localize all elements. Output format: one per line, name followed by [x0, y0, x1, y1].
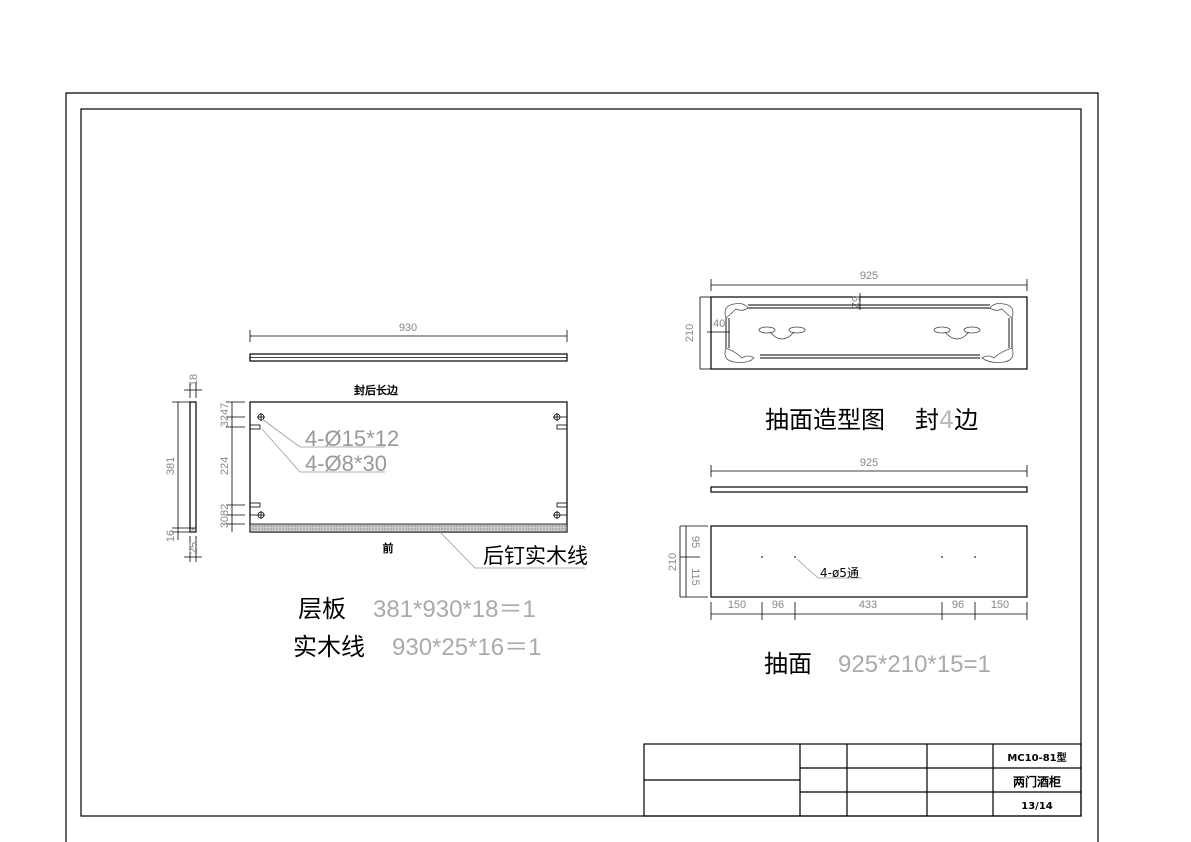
design-inset-dim: 40 — [713, 318, 725, 330]
shelf-spec: 381*930*18＝1 — [373, 596, 536, 623]
side-dim-depth: 381 — [165, 457, 177, 475]
hole-note-2: 4-Ø8*30 — [305, 451, 387, 476]
shelf-label: 层板 — [298, 595, 346, 623]
side-dim-strip-t: 16 — [165, 530, 177, 542]
shelf-side-view: 18 381 16 25 — [165, 374, 202, 562]
model-number: MC10-81型 — [1007, 751, 1066, 764]
strip-note: 后钉实木线 — [483, 544, 588, 568]
design-top-inset-dim: 52 — [849, 296, 861, 308]
design-title: 抽面造型图封4边 — [765, 406, 978, 434]
side-dim-strip-w: 25 — [188, 542, 200, 554]
inner-border — [80, 108, 1082, 817]
shelf-dim-bottom: 3082 — [219, 504, 231, 528]
front-spec: 925*210*15=1 — [838, 651, 991, 678]
outer-border — [65, 92, 1099, 842]
front-width-dim: 925 — [860, 457, 878, 469]
spacing-dim: 150 — [728, 599, 746, 611]
hole-icon — [249, 413, 568, 519]
hole-note-1: 4-Ø15*12 — [305, 426, 399, 451]
title-block — [643, 743, 1082, 817]
handle-icon — [758, 326, 981, 340]
shelf-top-view: 930 — [249, 322, 568, 362]
solid-wood-strip — [249, 523, 568, 533]
corner-ornament-icon — [724, 303, 1014, 363]
drawer-design-view: 925 210 40 52 — [684, 270, 1028, 370]
strip-spec: 930*25*16＝1 — [392, 634, 541, 661]
shelf-dim-top: 3247 — [219, 403, 231, 427]
design-width-dim: 925 — [860, 270, 878, 282]
side-dim-thickness: 18 — [188, 374, 200, 386]
front-note: 前 — [383, 541, 394, 555]
product-name: 两门酒柜 — [1013, 774, 1061, 789]
front-height-dim: 210 — [667, 553, 679, 571]
strip-label: 实木线 — [293, 633, 365, 661]
spacing-dim: 96 — [772, 599, 784, 611]
shelf-width-dim: 930 — [399, 322, 417, 334]
front-upper-dim: 95 — [689, 536, 701, 548]
shelf-top-note: 封后长边 — [354, 383, 399, 397]
front-lower-dim: 115 — [689, 568, 701, 586]
spacing-dim: 96 — [952, 599, 964, 611]
shelf-main-view: 3247 224 3082 — [219, 401, 585, 569]
front-label: 抽面 — [764, 650, 812, 678]
front-hole-note: 4-ø5通 — [820, 566, 859, 580]
drawer-front-view: 925 210 95 115 150 96 433 96 150 — [667, 457, 1028, 620]
shelf-dim-mid: 224 — [219, 457, 231, 475]
spacing-dim: 150 — [991, 599, 1009, 611]
sheet-number: 13/14 — [1021, 801, 1053, 812]
spacing-dim: 433 — [859, 599, 877, 611]
decorative-frame — [725, 304, 1013, 359]
design-height-dim: 210 — [684, 324, 696, 342]
